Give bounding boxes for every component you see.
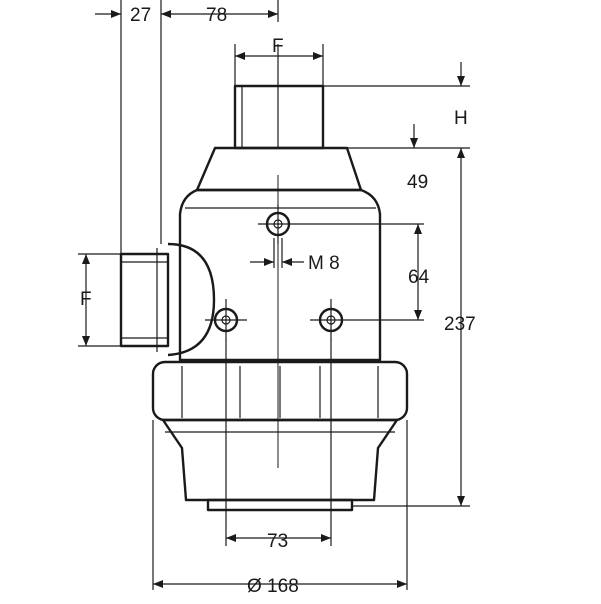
side-inlet-dome — [167, 242, 216, 357]
side-inlet-pipe — [119, 252, 170, 348]
mounting-boss-top — [258, 204, 298, 244]
dimension-F-side: F — [78, 253, 121, 347]
upper-body — [178, 188, 382, 362]
dimension-73: 73 — [225, 340, 332, 552]
dimension-78: 78 — [161, 0, 279, 26]
dimension-237: 237 — [352, 148, 476, 507]
dimension-F-top-label: F — [272, 36, 284, 57]
dimension-78-label: 78 — [206, 5, 227, 26]
dimension-64-label: 64 — [408, 267, 430, 288]
dimension-27: 27 — [95, 0, 162, 254]
dimension-F-top: F — [234, 36, 324, 86]
dimension-F-side-label: F — [80, 289, 92, 310]
dimension-73-label: 73 — [267, 531, 288, 552]
dimension-M8-label: M 8 — [308, 253, 340, 274]
dimension-168: Ø 168 — [152, 420, 408, 597]
top-outlet-pipe — [233, 84, 325, 150]
dimension-237-label: 237 — [444, 314, 476, 335]
dimension-168-label: Ø 168 — [247, 576, 299, 597]
dimension-49-label: 49 — [407, 172, 428, 193]
dimension-H-label: H — [454, 108, 468, 129]
filter-bowl — [161, 418, 399, 502]
filter-head — [195, 146, 363, 192]
dimension-M8: M 8 — [250, 238, 340, 274]
bowl-base — [206, 498, 354, 512]
dimension-H: H — [323, 62, 470, 149]
mounting-boss-right — [310, 299, 352, 341]
mounting-boss-left — [205, 299, 247, 341]
filter-body — [119, 84, 409, 512]
dimension-64: 64 — [298, 223, 430, 321]
dimension-27-label: 27 — [130, 5, 151, 26]
